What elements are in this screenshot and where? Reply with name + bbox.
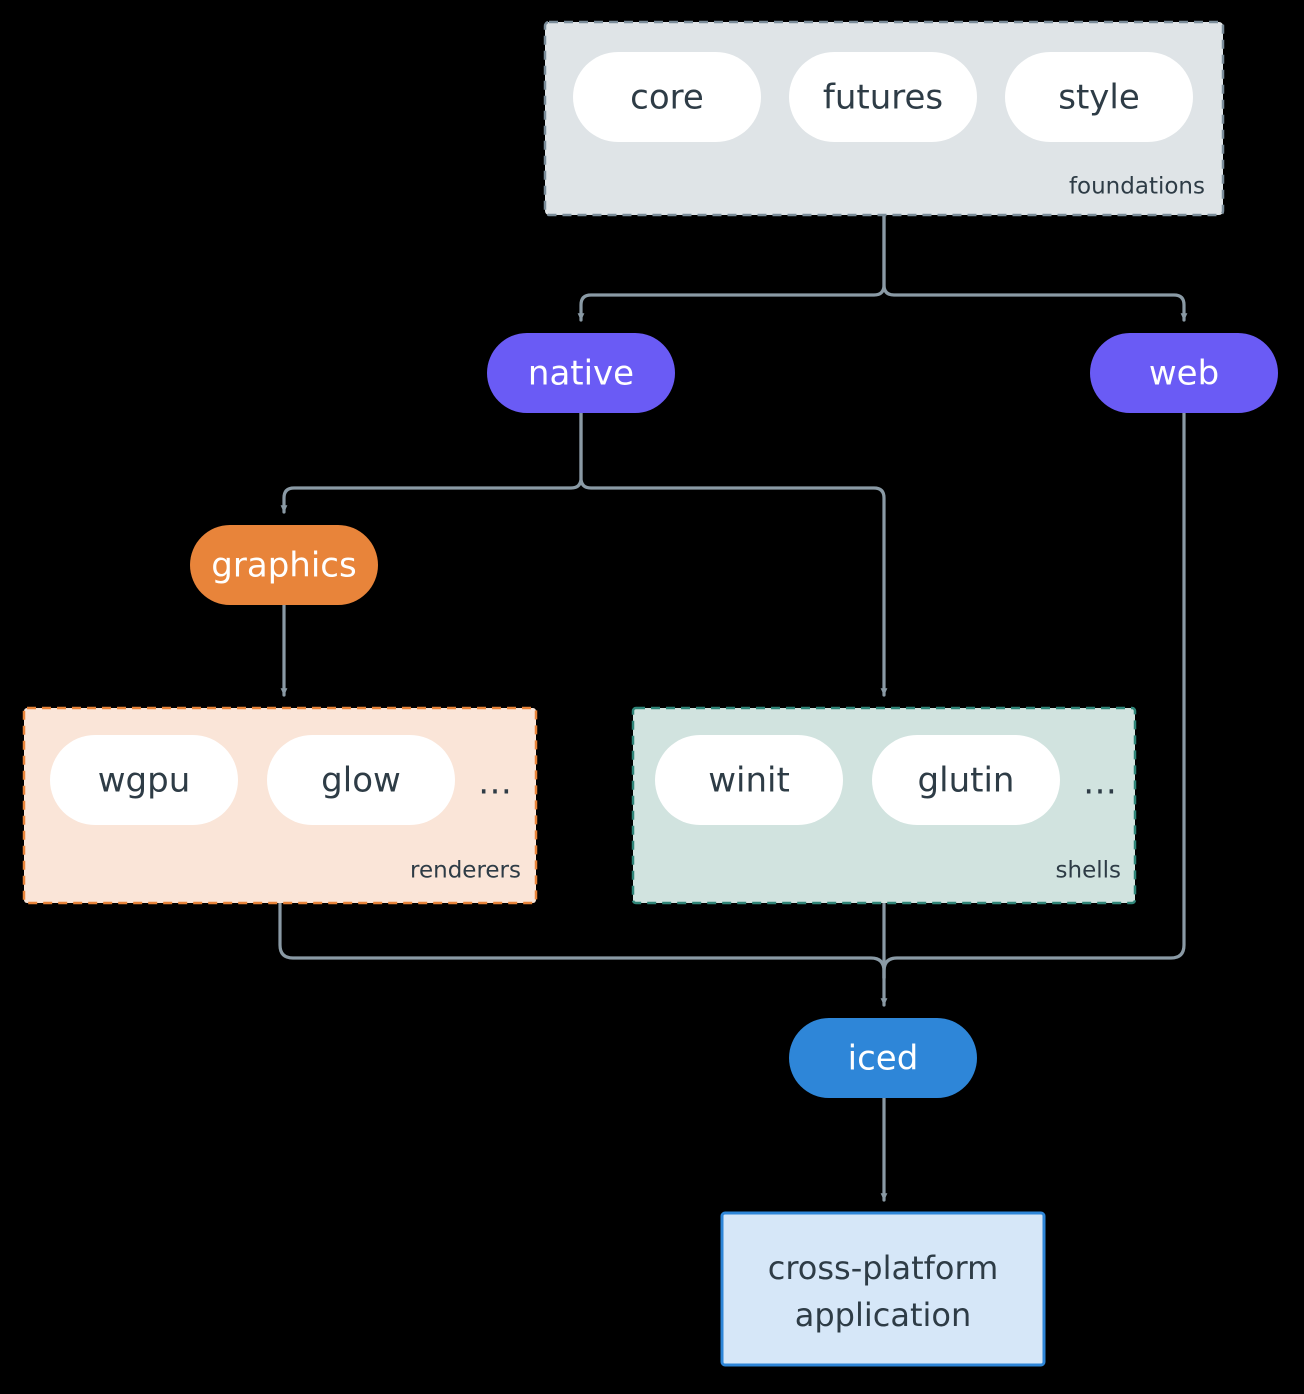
node-web-box[interactable] — [1090, 333, 1278, 413]
node-native-box[interactable] — [487, 333, 675, 413]
node-web-label: web — [1149, 354, 1219, 394]
cluster-renderers: wgpu glow … renderers — [22, 706, 538, 905]
cluster-foundations-label: foundations — [1069, 174, 1205, 200]
node-application-label-line2: application — [795, 1296, 972, 1334]
node-style-label: style — [1058, 78, 1140, 118]
node-winit-box[interactable] — [655, 735, 843, 825]
node-wgpu-label: wgpu — [98, 761, 191, 801]
node-native[interactable]: native — [487, 333, 675, 413]
node-futures-box[interactable] — [789, 52, 977, 142]
cluster-shells-label: shells — [1056, 858, 1121, 884]
node-iced[interactable]: iced — [789, 1018, 977, 1098]
cluster-shells: winit glutin … shells — [631, 706, 1137, 905]
node-iced-box[interactable] — [789, 1018, 977, 1098]
node-graphics[interactable]: graphics — [190, 525, 378, 605]
edge-foundations-to-web — [882, 214, 1188, 322]
node-core-box[interactable] — [573, 52, 761, 142]
node-glow-label: glow — [321, 761, 401, 801]
node-style-box[interactable] — [1005, 52, 1193, 142]
renderers-ellipsis: … — [478, 763, 512, 803]
edge-group — [278, 214, 1188, 1202]
shells-ellipsis: … — [1083, 763, 1117, 803]
node-application[interactable]: cross-platform application — [720, 1211, 1046, 1367]
node-winit-label: winit — [708, 761, 790, 801]
node-core-label: core — [630, 78, 704, 118]
node-application-box[interactable] — [720, 1211, 1046, 1367]
edge-foundations-to-native — [577, 214, 886, 322]
edge-native-to-graphics — [280, 411, 583, 514]
node-wgpu-box[interactable] — [50, 735, 238, 825]
edge-native-to-shells — [579, 411, 888, 697]
edge-renderers-to-iced — [278, 901, 886, 980]
node-web[interactable]: web — [1090, 333, 1278, 413]
node-glow-box[interactable] — [267, 735, 455, 825]
node-iced-label: iced — [848, 1039, 919, 1079]
node-native-label: native — [528, 354, 634, 394]
node-futures-label: futures — [823, 78, 943, 118]
cluster-renderers-label: renderers — [410, 858, 521, 884]
node-graphics-label: graphics — [211, 546, 356, 586]
node-glutin-label: glutin — [918, 761, 1015, 801]
node-application-label-line1: cross-platform — [768, 1249, 998, 1287]
node-glutin-box[interactable] — [872, 735, 1060, 825]
cluster-foundations: core futures style foundations — [543, 20, 1225, 217]
node-graphics-box[interactable] — [190, 525, 378, 605]
